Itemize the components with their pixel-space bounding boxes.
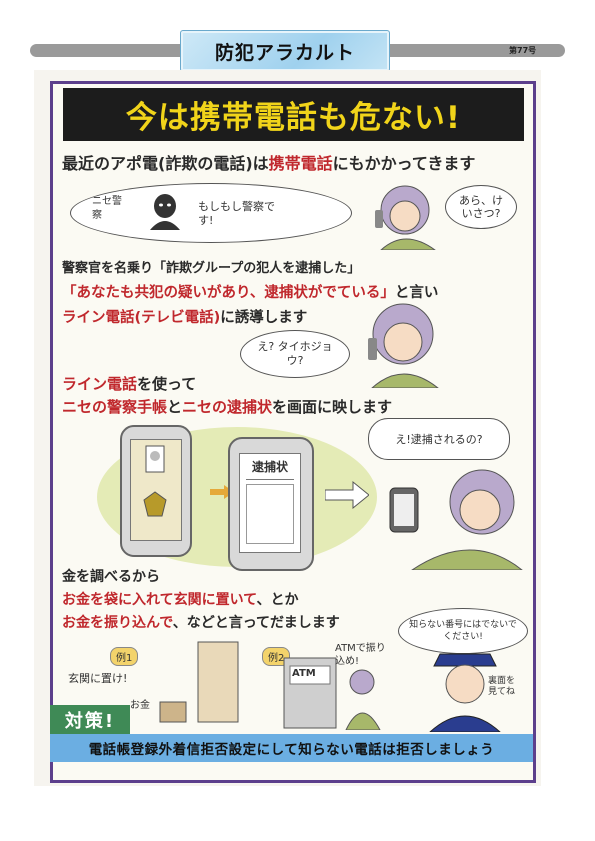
intro-text: 最近のアポ電(詐欺の電話)は [62, 154, 269, 173]
step4-line1: 金を調べるから [62, 569, 160, 585]
poster-title: 今は携帯電話も危ない! [125, 100, 462, 136]
grandma-phone-illustration [375, 185, 436, 250]
step4-line3: お金を振り込んで、などと言ってだまします [62, 612, 340, 632]
fake-warrant-screen: 逮捕状 [239, 453, 301, 553]
countermeasure-text: 電話帳登録外着信拒否設定にして知らない電話は拒否しましょう [88, 742, 495, 758]
step4-line3-after: 、などと言ってだまします [172, 615, 340, 631]
victim-speech: あら、けいさつ? [459, 194, 503, 220]
arrow-to-victim-icon [325, 480, 369, 510]
countermeasure-tag: 対策! [50, 705, 130, 734]
police-badge-icon [143, 445, 167, 517]
step4-line2-red: お金を袋に入れて玄関に置いて [62, 592, 257, 608]
victim-speech-bubble: あら、けいさつ? [445, 185, 517, 229]
officer-speech-bubble: 知らない番号にはでないでください! [398, 608, 528, 654]
police-officer-illustration [429, 653, 501, 732]
step3-line1: ライン電話を使って [62, 373, 196, 394]
step3-line2: ニセの警察手帳とニセの逮捕状を画面に映します [62, 396, 392, 417]
intro-highlight: 携帯電話 [268, 154, 333, 173]
caller-label: ニセ警察 [92, 196, 122, 221]
atm-caption: ATMで振り込め! [335, 643, 386, 667]
example1-money: お金 [130, 700, 150, 711]
entrance-door-illustration [159, 641, 239, 723]
atm-label: ATM [292, 668, 316, 679]
step3-line2-end: を画面に映します [272, 398, 393, 416]
warrant-label: 逮捕状 [251, 460, 288, 474]
step3-speech-bubble: え!逮捕されるの? [368, 418, 510, 460]
step3-connector: と [167, 398, 183, 416]
step2-line1: 警察官を名乗り「詐欺グループの犯人を逮捕した」 [62, 261, 361, 276]
step2-line3: ライン電話(テレビ電話)に誘導します [62, 306, 307, 327]
step2-line3-red: ライン電話(テレビ電話) [62, 310, 221, 326]
example1-label: 例1 [110, 647, 139, 666]
fake-police-silhouette-icon [150, 194, 180, 230]
intro-text-end: にもかかってきます [332, 154, 476, 173]
series-title-banner: 防犯アラカルト [180, 30, 390, 72]
series-title: 防犯アラカルト [214, 41, 355, 64]
step4-line3-red: お金を振り込んで [62, 615, 173, 631]
example2-label: 例2 [262, 647, 291, 666]
step3-line1-red: ライン電話 [62, 375, 138, 393]
countermeasure-bar: 電話帳登録外着信拒否設定にして知らない電話は拒否しましょう [50, 734, 533, 762]
atm-illustration [283, 657, 381, 730]
fake-badge-text: ニセの警察手帳 [62, 398, 168, 416]
step2-line3-after: に誘導します [220, 310, 308, 326]
step3-speech: え!逮捕されるの? [395, 433, 483, 446]
step3-line1-after: を使って [137, 375, 197, 393]
officer-note: 裏面を見てね [488, 676, 516, 697]
step2-line2-after: と言い [394, 285, 439, 301]
fake-warrant-text: ニセの逮捕状 [182, 398, 273, 416]
grandma-worried-illustration [368, 303, 439, 388]
step2-line2: 「あなたも共犯の疑いがあり、逮捕状がでている」と言い [62, 281, 438, 302]
grandma-shocked-illustration [389, 469, 523, 570]
step4-line2: お金を袋に入れて玄関に置いて、とか [62, 589, 298, 609]
example1-caption: 玄関に置け! [68, 672, 128, 685]
officer-speech: 知らない番号にはでないでください! [409, 620, 517, 642]
intro-line: 最近のアポ電(詐欺の電話)は携帯電話にもかかってきます [62, 150, 475, 174]
caller-speech: もしもし警察です! [198, 200, 275, 227]
step2-line2-red: 「あなたも共犯の疑いがあり、逮捕状がでている」 [62, 285, 395, 301]
caller-speech-bubble [70, 183, 352, 243]
step4-line2-after: 、とか [256, 592, 299, 608]
step2-speech-bubble: え? タイホジョウ? [240, 330, 350, 378]
phone-fake-warrant: 逮捕状 [228, 437, 314, 571]
step2-speech: え? タイホジョウ? [257, 340, 333, 367]
poster-title-bar: 今は携帯電話も危ない! [63, 88, 524, 141]
issue-number: 第77号 [509, 46, 537, 55]
